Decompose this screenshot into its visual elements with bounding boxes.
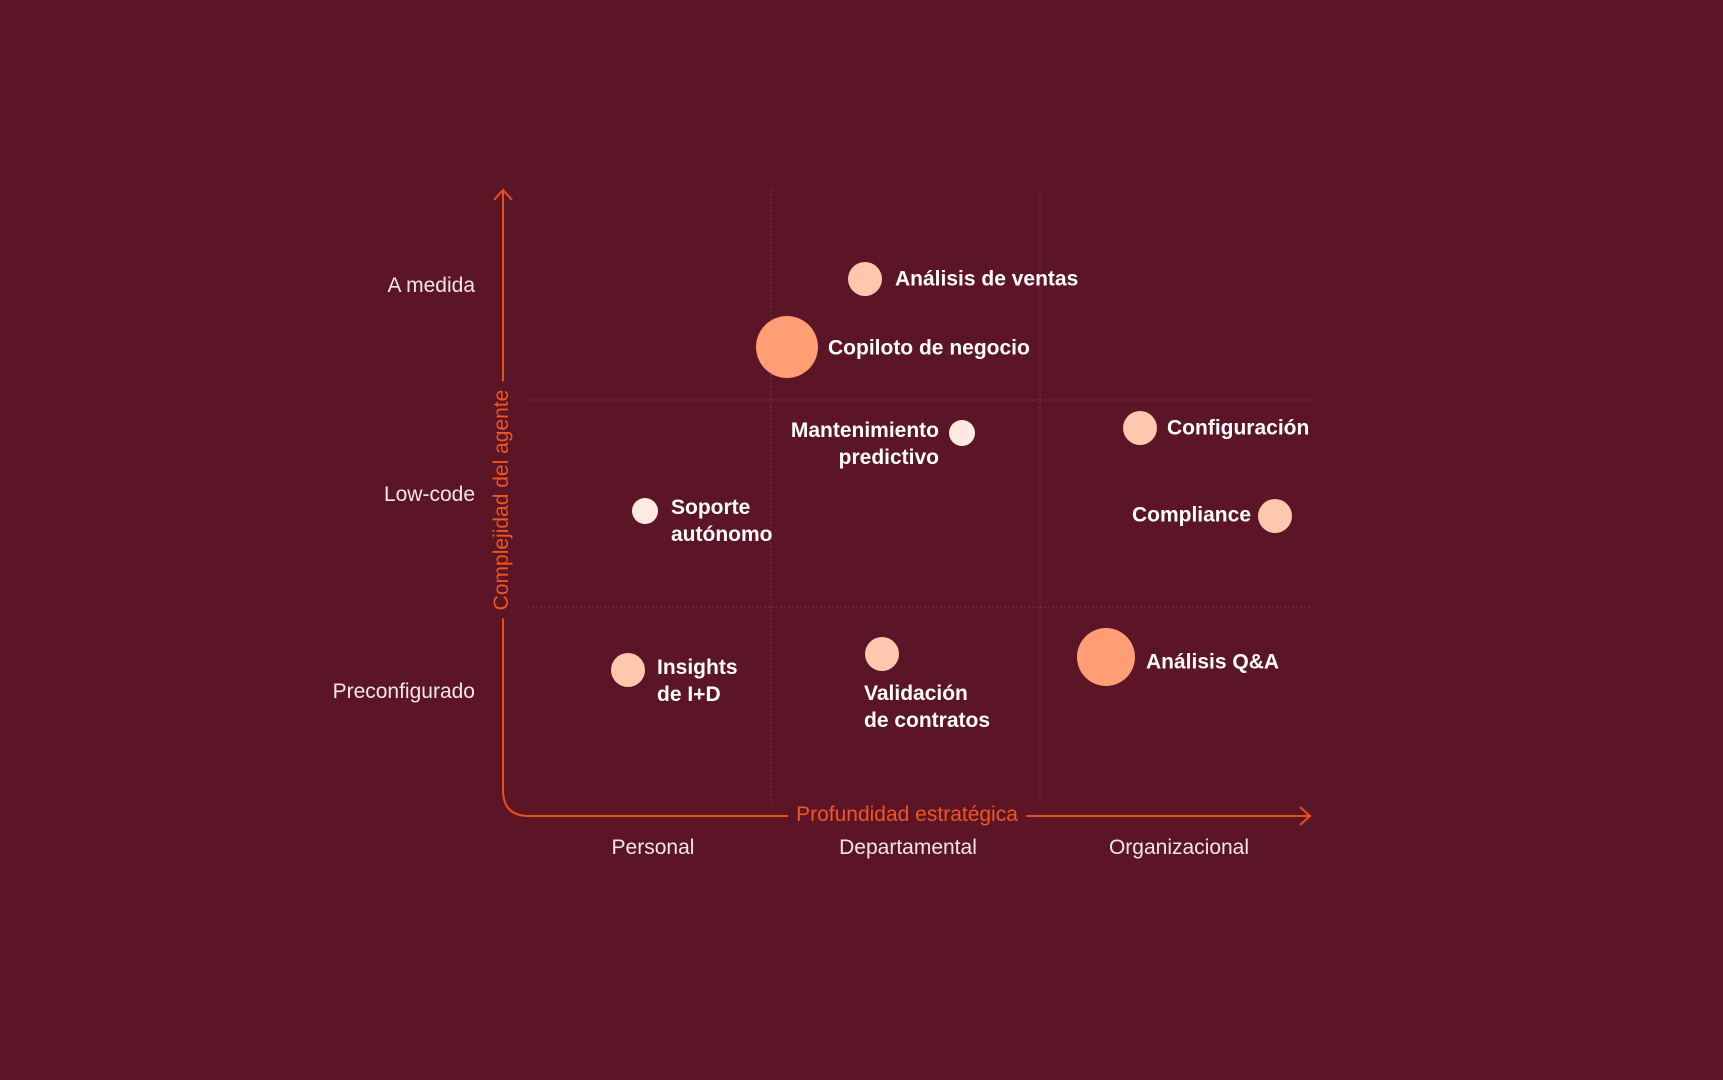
label-validacion-contratos: Validación de contratos — [864, 680, 990, 734]
label-line: Copiloto de negocio — [828, 336, 1030, 360]
point-configuracion — [1123, 411, 1157, 445]
y-axis-title: Complejidad del agente — [490, 381, 514, 619]
point-analisis-qa — [1077, 628, 1135, 686]
point-compliance — [1258, 499, 1292, 533]
label-line: Insights — [657, 656, 738, 679]
label-line: Análisis de ventas — [895, 267, 1079, 291]
point-soporte-autonomo — [632, 498, 658, 524]
point-validacion-contratos — [865, 637, 899, 671]
label-line: de contratos — [864, 709, 991, 732]
x-axis-arrow-icon — [1299, 806, 1312, 826]
label-line: autónomo — [671, 523, 773, 546]
label-configuracion: Configuración — [1167, 415, 1309, 442]
label-line: Análisis Q&A — [1146, 650, 1280, 674]
y-tick-a-medida: A medida — [387, 274, 475, 297]
point-mantenimiento-predictivo — [949, 420, 975, 446]
label-line: de I+D — [657, 683, 721, 706]
label-line: Soporte — [671, 496, 751, 519]
point-analisis-ventas — [848, 262, 882, 296]
point-insights-id — [611, 653, 645, 687]
y-tick-low-code: Low-code — [383, 483, 475, 506]
label-compliance: Compliance — [1132, 502, 1251, 529]
x-tick-departamental: Departamental — [839, 836, 977, 859]
y-tick-preconfigurado: Preconfigurado — [332, 680, 475, 703]
label-copiloto-negocio: Copiloto de negocio — [828, 335, 1030, 362]
x-tick-personal: Personal — [611, 836, 695, 859]
y-axis-arrow-icon — [493, 188, 513, 201]
label-line: Compliance — [1131, 503, 1251, 527]
label-insights-id: Insights de I+D — [657, 654, 738, 708]
label-mantenimiento-predictivo: Mantenimiento predictivo — [791, 417, 939, 471]
label-line: predictivo — [838, 446, 939, 469]
label-analisis-ventas: Análisis de ventas — [895, 266, 1078, 293]
label-line: Validación — [864, 682, 968, 705]
label-analisis-qa: Análisis Q&A — [1146, 649, 1279, 676]
x-tick-organizacional: Organizacional — [1108, 836, 1250, 859]
axis-line — [502, 190, 1310, 817]
label-line: Mantenimiento — [790, 419, 939, 442]
label-line: Configuración — [1167, 416, 1310, 440]
label-soporte-autonomo: Soporte autónomo — [671, 494, 772, 548]
x-axis-title: Profundidad estratégica — [788, 803, 1026, 827]
point-copiloto-negocio — [756, 316, 818, 378]
